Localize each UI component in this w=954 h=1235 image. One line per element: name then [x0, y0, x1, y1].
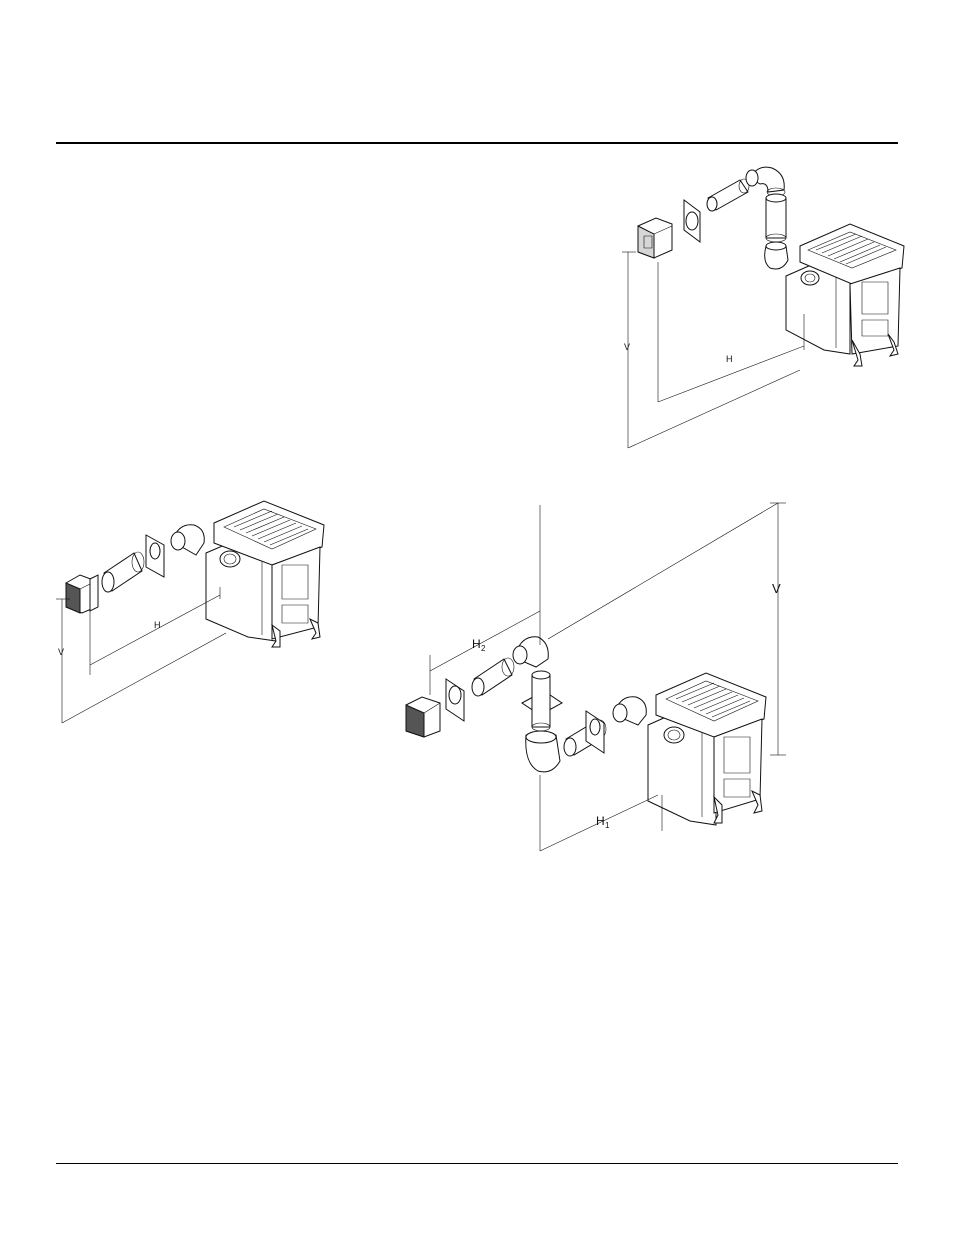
label-h1-main: H	[596, 814, 605, 828]
vent-pipe-upper	[472, 658, 514, 696]
termination-cap	[406, 697, 440, 737]
header-rule	[56, 142, 898, 144]
label-h: H	[154, 620, 161, 630]
stove	[206, 501, 324, 647]
elbow-stove	[613, 697, 646, 725]
vent-diagram-top-right: V H	[600, 150, 920, 460]
footer-rule	[56, 1163, 898, 1164]
elbow-upper	[513, 637, 548, 667]
elbow	[171, 525, 204, 555]
elbow-top	[746, 167, 785, 196]
vent-pipe-vertical	[532, 671, 550, 731]
vent-pipe-horizontal	[102, 552, 144, 592]
label-v: V	[58, 647, 64, 657]
label-h2: H 2	[472, 637, 486, 653]
wall-thimble-upper	[446, 679, 464, 721]
termination-cap	[638, 218, 672, 258]
label-h2-sub: 2	[481, 644, 486, 653]
vent-pipe-vertical	[766, 194, 786, 242]
elbow-lower	[526, 731, 560, 772]
stove	[648, 673, 766, 825]
vent-diagram-bottom: V H 2 H 1	[400, 495, 800, 865]
label-h2-main: H	[472, 637, 481, 651]
label-v: V	[624, 342, 630, 352]
elbow-bottom	[765, 242, 788, 269]
wall-thimble	[684, 200, 700, 242]
label-h: H	[726, 354, 733, 364]
wall-thimble	[146, 535, 164, 577]
label-h1-sub: 1	[605, 821, 610, 830]
vent-pipe-horizontal	[707, 179, 749, 211]
vent-diagram-left: V H	[50, 495, 340, 730]
wall-plate	[90, 575, 98, 611]
label-h1: H 1	[596, 814, 610, 830]
label-v: V	[772, 581, 781, 596]
dimension-lines	[622, 252, 804, 448]
